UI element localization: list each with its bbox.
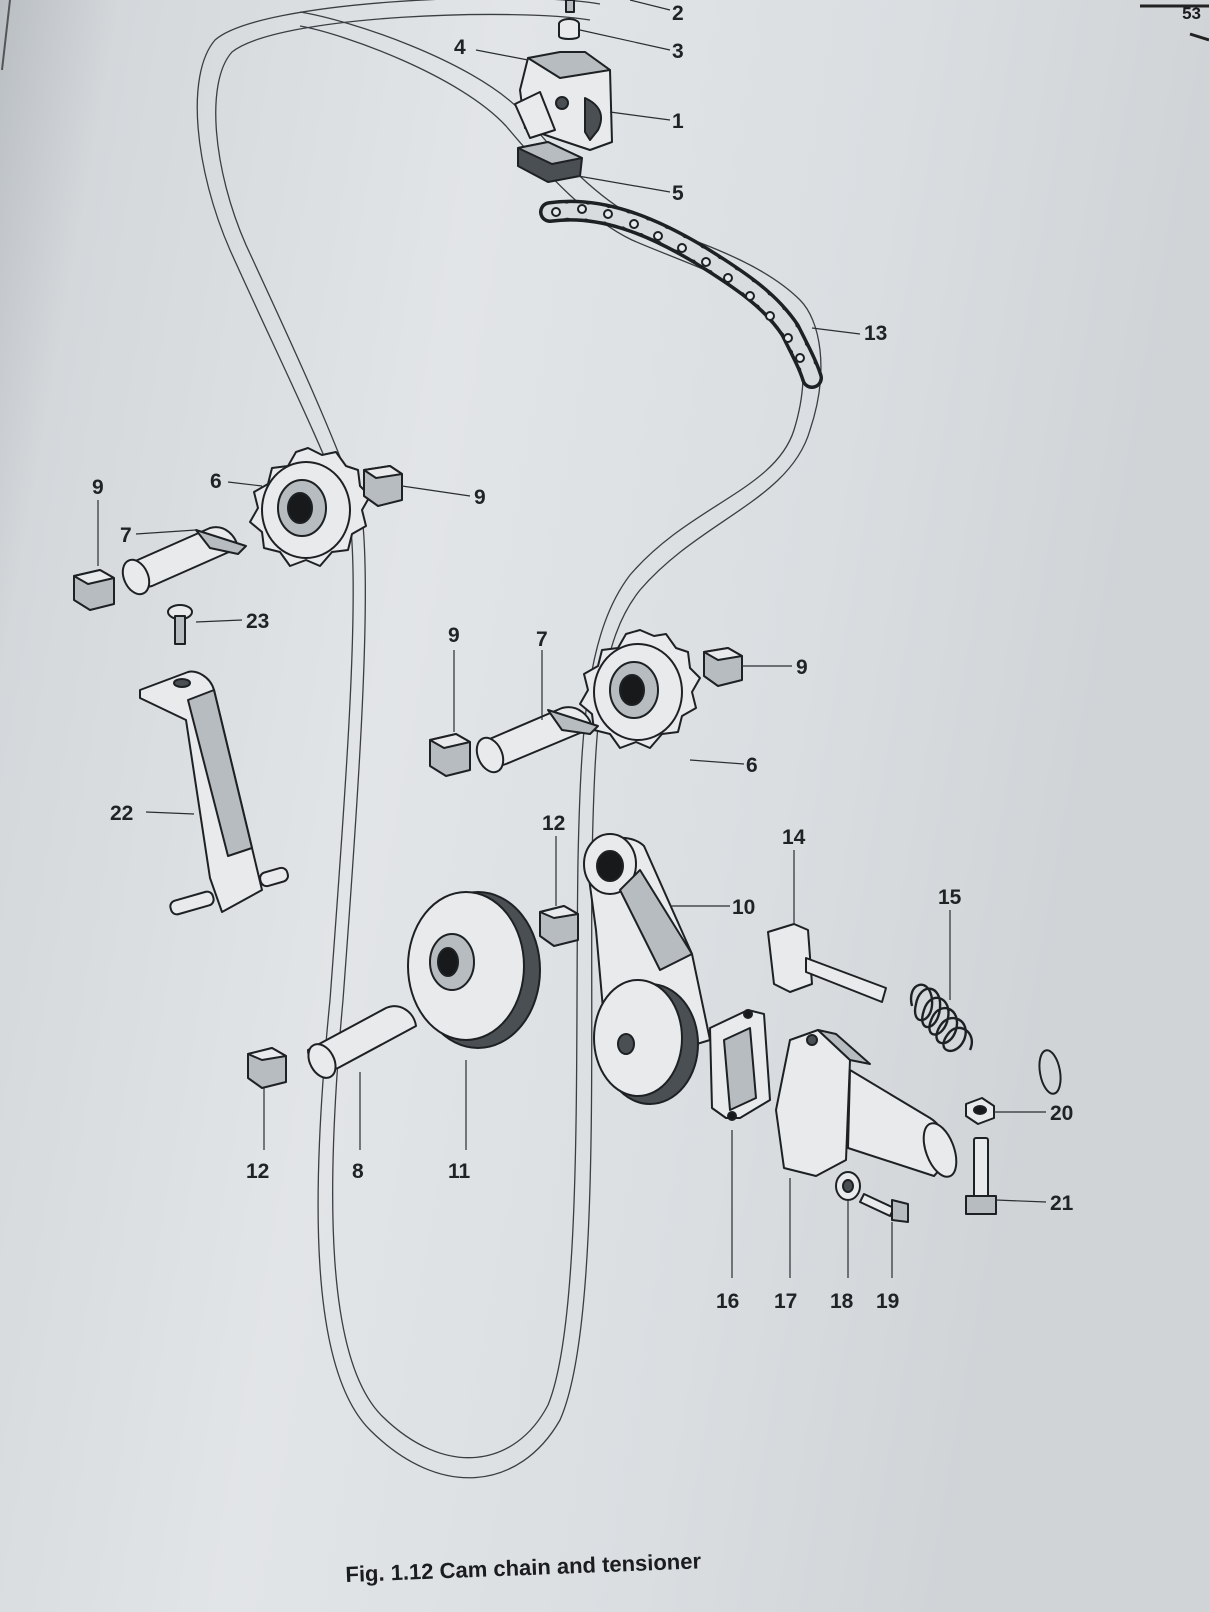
callout-17: 17 [774,1290,797,1313]
page-edge-line [1,0,11,71]
spring-15 [909,983,1062,1095]
shaft-7-upper [121,526,247,596]
callout-11: 11 [448,1160,471,1183]
callout-16: 16 [716,1290,739,1313]
leader-lines [97,0,1047,1278]
callout-labels: 2 3 4 1 5 13 9 6 9 7 23 9 7 9 6 22 12 14… [92,2,1074,1313]
callout-5: 5 [672,182,684,205]
callout-7: 7 [536,628,548,651]
fasteners [835,1097,997,1223]
callout-20: 20 [1050,1102,1073,1125]
roller-chain-segment [539,199,823,389]
callout-23: 23 [246,610,269,633]
shaft-8 [307,1005,417,1079]
callout-13: 13 [864,322,887,345]
callout-9: 9 [474,486,486,509]
block-9-left [73,569,115,611]
corner-rule [1189,32,1209,42]
shaft-7-lower [475,706,599,774]
callout-6: 6 [746,754,758,777]
block-9-right [703,647,743,687]
callout-12: 12 [246,1160,269,1183]
spacer-blocks [73,465,743,1089]
lower-sprocket [579,629,701,749]
callout-18: 18 [830,1290,854,1313]
callout-9: 9 [92,476,104,499]
callout-4: 4 [454,36,466,59]
callout-7: 7 [120,524,132,547]
sprocket-shafts [121,526,599,1079]
callout-8: 8 [352,1160,364,1183]
callout-12: 12 [542,812,565,835]
callout-9: 9 [796,656,808,679]
bolt-21 [965,1137,997,1215]
plunger-14 [767,923,887,1003]
block-9-middle [429,733,471,777]
guide-roller-11 [407,891,541,1049]
callout-15: 15 [938,886,962,909]
callout-1: 1 [672,110,684,133]
block-12-left [247,1047,287,1089]
callout-21: 21 [1050,1192,1074,1215]
callout-6: 6 [210,470,222,493]
callout-9: 9 [448,624,460,647]
callout-14: 14 [782,826,806,849]
bolt-19 [859,1193,909,1223]
callout-2: 2 [672,2,684,25]
callout-22: 22 [110,802,133,825]
block-9-upper-right [363,465,403,507]
callout-3: 3 [672,40,684,63]
page-number: 53 [1182,4,1201,23]
callout-19: 19 [876,1290,899,1313]
upper-chain-guide [514,0,613,183]
callout-10: 10 [732,896,755,919]
screw-23 [167,604,193,645]
block-12-middle [539,905,579,947]
upper-sprocket [249,447,371,567]
chain-guide-bracket [139,670,289,916]
nut-20 [965,1097,995,1125]
tensioner-housing-17 [775,1029,958,1178]
washer-18 [835,1171,861,1201]
gasket-16 [709,1009,771,1121]
tensioner-arm-10 [583,833,711,1105]
